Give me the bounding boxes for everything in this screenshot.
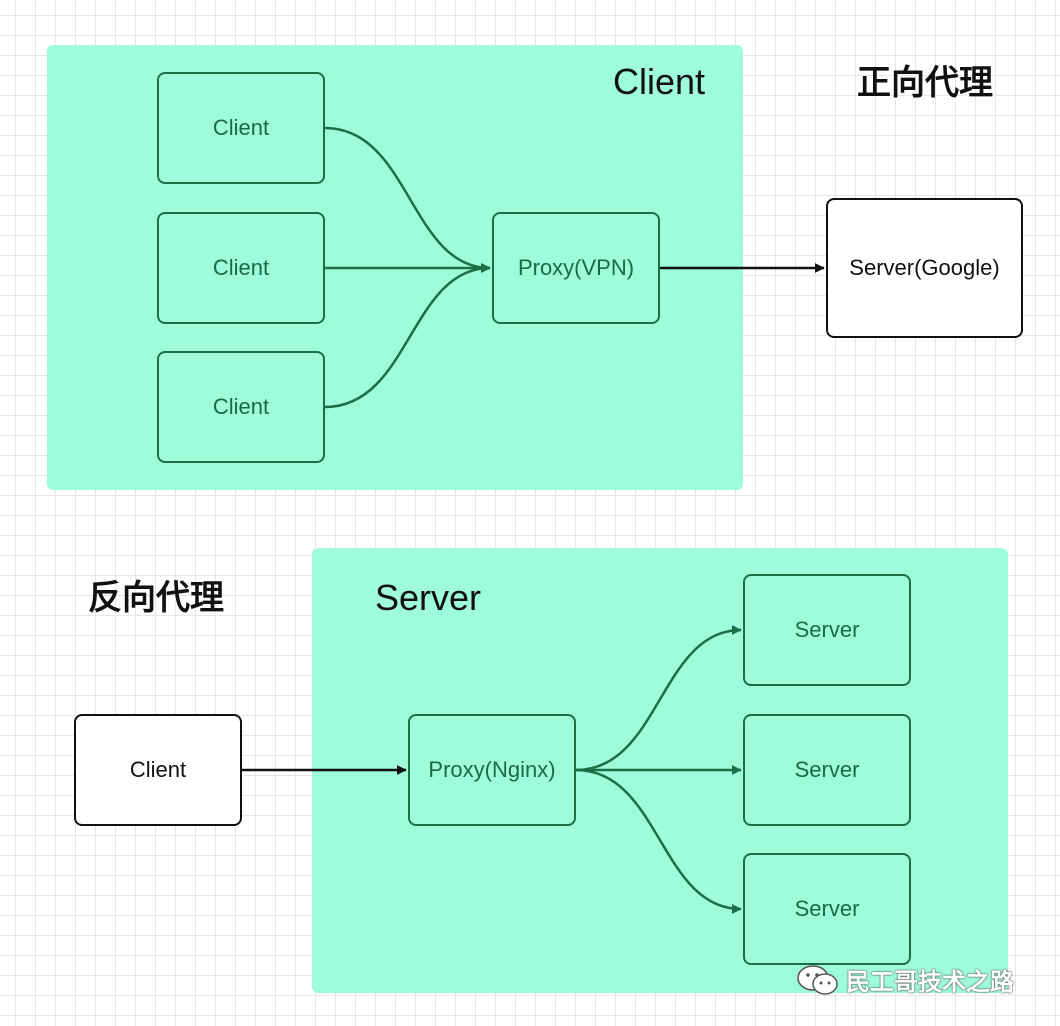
reverse-region-title: Server	[375, 577, 482, 618]
watermark: 民工哥技术之路	[796, 962, 1014, 997]
reverse-server-node-3[interactable]: Server	[743, 853, 911, 965]
edge-client3-to-proxy	[324, 263, 491, 409]
reverse-proxy-nginx-node[interactable]: Proxy(Nginx)	[408, 714, 576, 826]
edge-nginx-to-server1	[575, 625, 742, 772]
edge-client1-to-proxy	[324, 126, 491, 273]
forward-proxy-heading: 正向代理	[857, 64, 993, 102]
forward-server-google-node[interactable]: Server(Google)	[826, 198, 1023, 338]
forward-proxy-vpn-node[interactable]: Proxy(VPN)	[492, 212, 660, 324]
forward-client-node-1[interactable]: Client	[157, 72, 325, 184]
edge-nginx-to-server3	[575, 768, 742, 914]
watermark-text: 民工哥技术之路	[846, 969, 1014, 996]
wechat-icon	[797, 964, 838, 995]
reverse-proxy-heading: 反向代理	[88, 579, 224, 617]
forward-client-node-2[interactable]: Client	[157, 212, 325, 324]
reverse-client-node[interactable]: Client	[74, 714, 242, 826]
forward-region-title: Client	[613, 61, 706, 102]
forward-client-node-3[interactable]: Client	[157, 351, 325, 463]
reverse-server-node-2[interactable]: Server	[743, 714, 911, 826]
reverse-server-node-1[interactable]: Server	[743, 574, 911, 686]
